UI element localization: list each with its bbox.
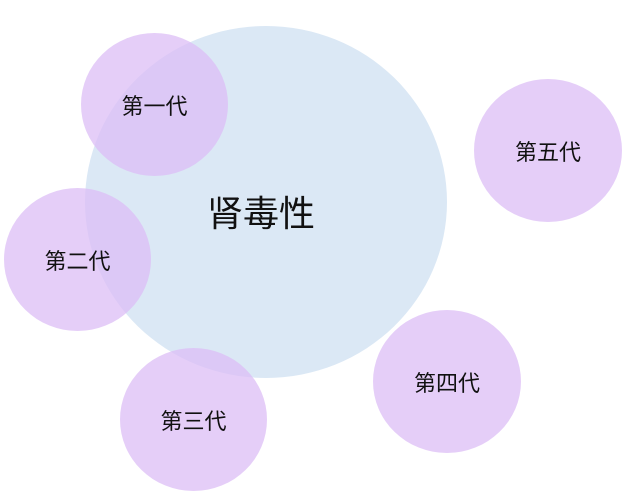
node-circle-gen5: 第五代 — [474, 79, 622, 222]
node-circle-gen3: 第三代 — [120, 348, 267, 491]
node-label: 第二代 — [44, 249, 111, 275]
node-circle-gen2: 第二代 — [4, 188, 151, 331]
node-label: 第五代 — [514, 140, 581, 166]
center-label: 肾毒性 — [207, 194, 316, 235]
node-circle-gen4: 第四代 — [373, 310, 521, 453]
node-label: 第四代 — [413, 371, 480, 397]
node-circle-gen1: 第一代 — [81, 33, 228, 176]
node-label: 第三代 — [160, 409, 227, 435]
node-label: 第一代 — [121, 94, 188, 120]
